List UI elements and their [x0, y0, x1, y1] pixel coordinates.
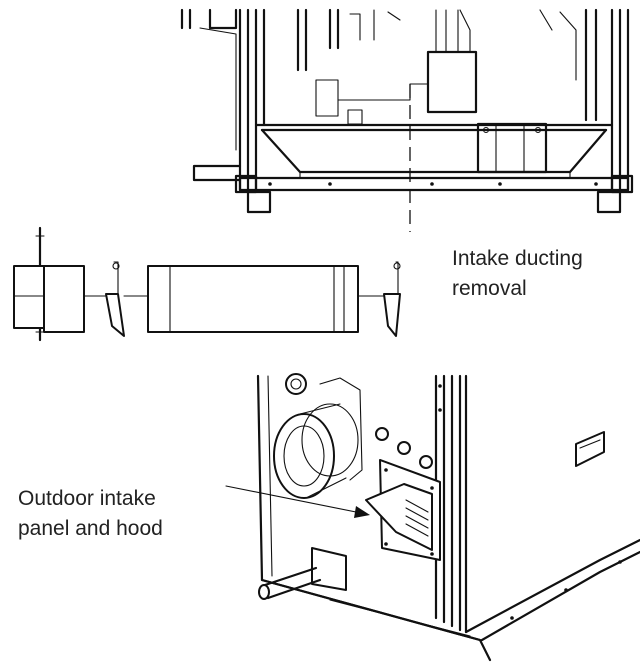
- intake-ducting-removal-label: Intake ducting removal: [452, 247, 583, 301]
- outdoor-intake-panel-label: Outdoor intake panel and hood: [18, 487, 163, 541]
- leader-arrow: [225, 485, 370, 518]
- furnace-base-assembly: [180, 8, 634, 232]
- furnace-rear-assembly: [256, 373, 640, 662]
- intake-ducting-exploded: [13, 226, 401, 342]
